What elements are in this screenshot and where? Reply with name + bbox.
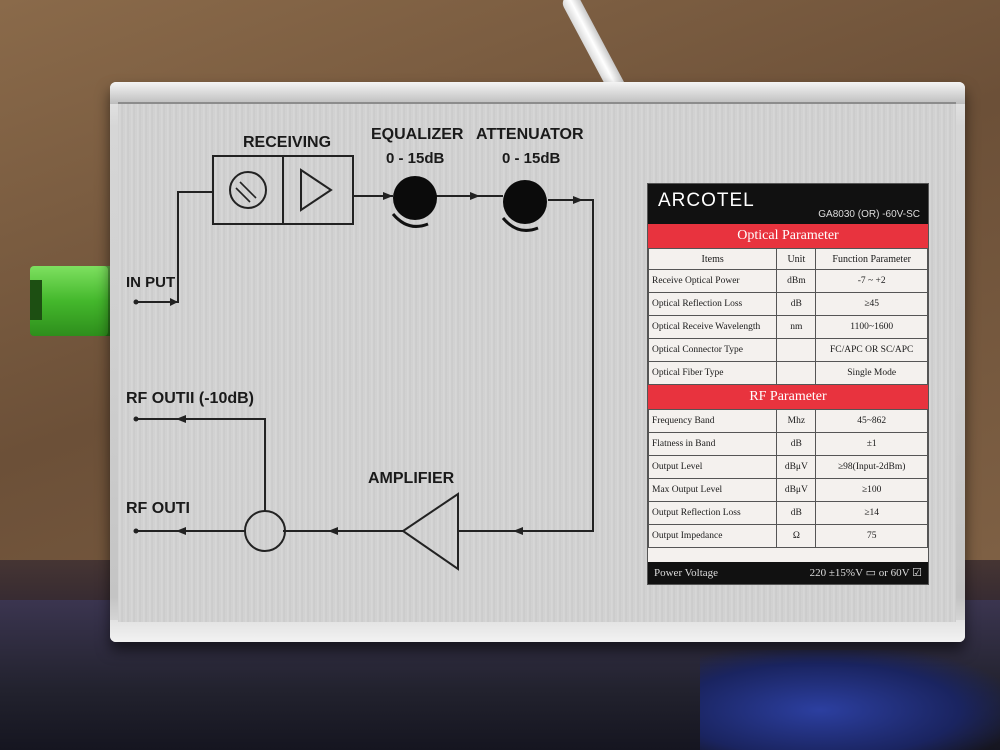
attenuator-in-arrow-icon [470, 192, 480, 200]
rf-out-1-label: RF OUTI [126, 500, 190, 517]
table-row: Flatness in Band dB ±1 [647, 432, 928, 456]
row-value: ±1 [815, 432, 928, 456]
row-unit: dBm [776, 269, 817, 293]
preamp-triangle-icon [300, 168, 333, 212]
attenuator-out-arrow-icon [573, 196, 583, 204]
table-row: Max Output Level dBμV ≥100 [647, 478, 928, 502]
attenuator-label: ATTENUATOR [476, 126, 584, 143]
row-unit: Ω [776, 524, 817, 548]
rf-parameter-table: Frequency Band Mhz 45~862 Flatness in Ba… [647, 409, 928, 548]
splitter-in-arrow-icon [328, 527, 338, 535]
table-row: Output Reflection Loss dB ≥14 [647, 501, 928, 525]
rf-out-2-arrow-icon [176, 415, 186, 423]
model-number: GA8030 (OR) -60V-SC [818, 209, 920, 220]
device-top-rim [110, 82, 965, 104]
receiving-label: RECEIVING [243, 134, 332, 151]
rf-out-2-line [136, 418, 266, 511]
row-unit: dBμV [776, 455, 817, 479]
row-unit: dBμV [776, 478, 817, 502]
rf-out-2-terminal [133, 416, 139, 422]
rf-out-1-terminal [133, 528, 139, 534]
equalizer-label: EQUALIZER [371, 126, 464, 143]
row-item: Receive Optical Power [647, 269, 778, 293]
blue-fabric [700, 650, 1000, 750]
input-label: IN PUT [126, 274, 176, 291]
row-value: ≥100 [815, 478, 928, 502]
header-function: Function Parameter [815, 248, 928, 270]
table-row: Output Impedance Ω 75 [647, 524, 928, 548]
photodiode-icon [229, 171, 267, 209]
optical-receiver-device: RECEIVING EQUALIZER ATTENUATOR 0 - 15dB … [110, 82, 965, 642]
table-row: Optical Fiber Type Single Mode [647, 361, 928, 385]
row-unit: dB [776, 432, 817, 456]
rf-out-1-arrow-icon [176, 527, 186, 535]
row-value: ≥98(Input-2dBm) [815, 455, 928, 479]
green-sc-apc-connector [30, 266, 114, 336]
row-item: Output Level [647, 455, 778, 479]
power-voltage-label: Power Voltage [654, 567, 719, 579]
rf-parameter-title: RF Parameter [648, 385, 928, 409]
equalizer-range: 0 - 15dB [386, 150, 445, 167]
amp-in-arrow-icon [513, 527, 523, 535]
row-unit: dB [776, 501, 817, 525]
table-header-row: Items Unit Function Parameter [647, 248, 928, 270]
row-item: Output Impedance [647, 524, 778, 548]
power-voltage-bar: Power Voltage 220 ±15%V ▭ or 60V ☑ [648, 562, 928, 584]
line-to-amplifier [458, 199, 594, 532]
splitter-circle-icon [244, 510, 286, 552]
row-item: Flatness in Band [647, 432, 778, 456]
amplifier-triangle-icon [401, 492, 459, 571]
row-unit: nm [776, 315, 817, 339]
optical-parameter-title: Optical Parameter [648, 224, 928, 248]
device-bottom-rim [110, 620, 965, 642]
row-value: -7 ~ +2 [815, 269, 928, 293]
input-terminal [133, 299, 139, 305]
optical-parameter-table: Items Unit Function Parameter Receive Op… [647, 248, 928, 385]
input-arrow-icon [170, 298, 178, 306]
spec-label-card: ARCOTEL GA8030 (OR) -60V-SC Optical Para… [647, 184, 928, 584]
row-unit: Mhz [776, 409, 817, 433]
row-value: Single Mode [815, 361, 928, 385]
row-item: Optical Fiber Type [647, 361, 778, 385]
row-unit [776, 338, 817, 362]
row-item: Optical Connector Type [647, 338, 778, 362]
table-row: Frequency Band Mhz 45~862 [647, 409, 928, 433]
photodiode-arrows-icon [235, 181, 257, 203]
row-item: Max Output Level [647, 478, 778, 502]
equalizer-knob-arc [391, 213, 429, 228]
row-value: 1100~1600 [815, 315, 928, 339]
attenuator-knob-arc [501, 217, 539, 232]
attenuator-knob [503, 180, 547, 224]
row-value: FC/APC OR SC/APC [815, 338, 928, 362]
header-unit: Unit [776, 248, 817, 270]
row-unit [776, 361, 817, 385]
block-diagram [133, 155, 594, 571]
row-value: ≥45 [815, 292, 928, 316]
card-header: ARCOTEL GA8030 (OR) -60V-SC [648, 184, 928, 224]
equalizer-knob [393, 176, 437, 220]
header-items: Items [647, 248, 778, 270]
input-line [136, 191, 213, 303]
table-row: Optical Receive Wavelength nm 1100~1600 [647, 315, 928, 339]
attenuator-range: 0 - 15dB [502, 150, 561, 167]
table-row: Receive Optical Power dBm -7 ~ +2 [647, 269, 928, 293]
brand-logo: ARCOTEL [658, 190, 755, 211]
row-value: ≥14 [815, 501, 928, 525]
table-row: Output Level dBμV ≥98(Input-2dBm) [647, 455, 928, 479]
row-value: 45~862 [815, 409, 928, 433]
row-item: Optical Receive Wavelength [647, 315, 778, 339]
row-value: 75 [815, 524, 928, 548]
row-item: Optical Reflection Loss [647, 292, 778, 316]
table-row: Optical Reflection Loss dB ≥45 [647, 292, 928, 316]
table-row: Optical Connector Type FC/APC OR SC/APC [647, 338, 928, 362]
row-item: Output Reflection Loss [647, 501, 778, 525]
power-voltage-value: 220 ±15%V ▭ or 60V ☑ [809, 567, 922, 579]
amplifier-label: AMPLIFIER [368, 470, 455, 487]
row-unit: dB [776, 292, 817, 316]
row-item: Frequency Band [647, 409, 778, 433]
front-panel: RECEIVING EQUALIZER ATTENUATOR 0 - 15dB … [118, 102, 956, 622]
rf-out-2-label: RF OUTII (-10dB) [126, 390, 254, 407]
equalizer-arrow-icon [383, 192, 393, 200]
